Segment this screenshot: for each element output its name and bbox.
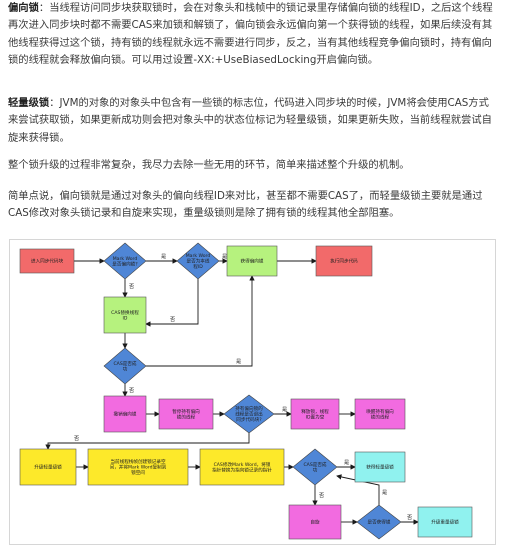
- node-box: [19, 448, 77, 486]
- edge-label-yes: 是: [236, 358, 241, 365]
- node-box: [103, 395, 147, 433]
- edge-label-no: 否: [319, 492, 324, 499]
- flow-edges: [45, 258, 419, 525]
- node-box: [315, 245, 373, 277]
- node-cas-success: CAS是否成功: [103, 347, 147, 385]
- node-box: [226, 245, 278, 277]
- node-box: [19, 248, 75, 274]
- edge-label-yes: 是: [382, 489, 387, 496]
- lightweight-lock-text: JVM的对象的对象头中包含有一些锁的标志位，代码进入同步块的时候，JVM将会使用…: [8, 97, 492, 144]
- biased-lock-term: 偏向锁: [8, 2, 39, 14]
- term-separator: ：: [38, 2, 50, 14]
- biased-lock-paragraph: 偏向锁：当线程访问同步块获取锁时，会在对象头和栈帧中的锁记录里存储偏向锁的线程I…: [8, 0, 498, 69]
- flow-arrow: [145, 279, 199, 327]
- node-label: CAS是否成功: [303, 461, 326, 474]
- node-label: 执行同步代码: [330, 258, 358, 265]
- node-box: [354, 451, 406, 483]
- node-spin: 自旋: [288, 504, 342, 540]
- flow-arrow: [336, 474, 380, 505]
- node-cas-ok2: CAS是否成功: [292, 448, 338, 486]
- node-label: 进入同步代码块: [31, 258, 64, 265]
- node-decision: [356, 504, 402, 540]
- edge-label-no: 否: [129, 283, 134, 290]
- node-box: [290, 398, 340, 430]
- edge-label-no: 否: [74, 435, 79, 442]
- edge-label-no: 否: [407, 514, 412, 521]
- node-alloc-record: 当前线程栈帧创建锁记录空间，并将Mark Word复制到锁空间: [87, 448, 189, 486]
- node-get-light: 获得轻量级锁: [354, 451, 406, 483]
- biased-lock-text: 当线程访问同步块获取锁时，会在对象头和栈帧中的锁记录里存储偏向锁的线程ID，之后…: [8, 2, 493, 66]
- edge-label-yes: 是: [282, 406, 287, 413]
- node-revoke-biased: 撤销偏向锁: [103, 395, 147, 433]
- node-box: [288, 504, 342, 540]
- node-label: 自旋: [310, 519, 320, 526]
- node-label: 唤醒持有偏向锁的线程: [366, 408, 394, 421]
- node-label: 是否获得锁: [368, 519, 391, 526]
- node-upgrade-light: 升级轻量级锁: [19, 448, 77, 486]
- node-label: CAS是否成功: [113, 360, 136, 373]
- node-exec-sync: 执行同步代码: [315, 245, 373, 277]
- flow-arrow: [45, 433, 250, 450]
- upgrade-intro-paragraph: 整个锁升级的过程非常复杂，我尽力去除一些无用的环节，简单来描述整个升级的机制。: [8, 159, 410, 171]
- flow-arrow: [146, 275, 255, 367]
- summary-paragraph: 简单点说，偏向锁就是通过对象头的偏向线程ID来对比，甚至都不需要CAS了，而轻量…: [8, 190, 483, 220]
- node-box: [199, 448, 285, 486]
- node-spin-ok: 是否获得锁: [356, 504, 402, 540]
- node-label: 当前线程栈帧创建锁记录空间，并将Mark Word复制到锁空间: [110, 458, 167, 476]
- node-enter-sync: 进入同步代码块: [19, 248, 75, 274]
- node-label: CAS修改Mark Word，将锁指针替换为指向锁记录的指针: [212, 461, 272, 474]
- node-decision: [292, 448, 338, 486]
- node-upgrade-heavy: 升级重量级锁: [417, 506, 473, 538]
- node-label: 撤销偏向锁: [114, 411, 137, 418]
- node-pause-thread: 暂停持有偏向锁的线程: [158, 398, 214, 430]
- node-decision: [103, 242, 147, 280]
- node-get-biased: 获得偏向锁: [226, 245, 278, 277]
- node-label: 获得偏向锁: [241, 258, 264, 265]
- node-decision: [223, 394, 275, 434]
- node-wake-thread: 唤醒持有偏向锁的线程: [354, 398, 406, 430]
- lightweight-lock-term: 轻量级锁: [8, 97, 50, 109]
- node-label: 升级重量级锁: [431, 519, 459, 526]
- edge-label-no: 否: [129, 387, 134, 394]
- term-separator: ：: [49, 97, 60, 109]
- edge-label-no: 否: [170, 316, 175, 323]
- node-box: [354, 398, 406, 430]
- node-box: [417, 506, 473, 538]
- node-cas-replace-mark: CAS修改Mark Word，将锁指针替换为指向锁记录的指针: [199, 448, 285, 486]
- node-check-holder: 持有偏向锁的线程是否退出同步代码块?: [223, 394, 275, 434]
- node-box: [158, 398, 214, 430]
- node-label: 升级轻量级锁: [34, 464, 62, 471]
- edge-label-yes: 是: [222, 253, 227, 260]
- node-box: [87, 448, 189, 486]
- lightweight-lock-paragraph: 轻量级锁：JVM的对象的对象头中包含有一些锁的标志位，代码进入同步块的时候，JV…: [8, 95, 498, 147]
- node-label: 暂停持有偏向锁的线程: [172, 408, 200, 421]
- node-decision: [176, 242, 220, 280]
- node-box: [103, 296, 147, 334]
- node-decision: [103, 347, 147, 385]
- edge-label-yes: 是: [161, 253, 166, 260]
- node-label: 持有偏向锁的线程是否退出同步代码块?: [235, 405, 263, 423]
- edge-label-yes: 是: [344, 459, 349, 466]
- flow-edge-labels: 是是否否是否是否是否否是: [74, 253, 412, 521]
- node-label: 获得轻量级锁: [366, 464, 394, 471]
